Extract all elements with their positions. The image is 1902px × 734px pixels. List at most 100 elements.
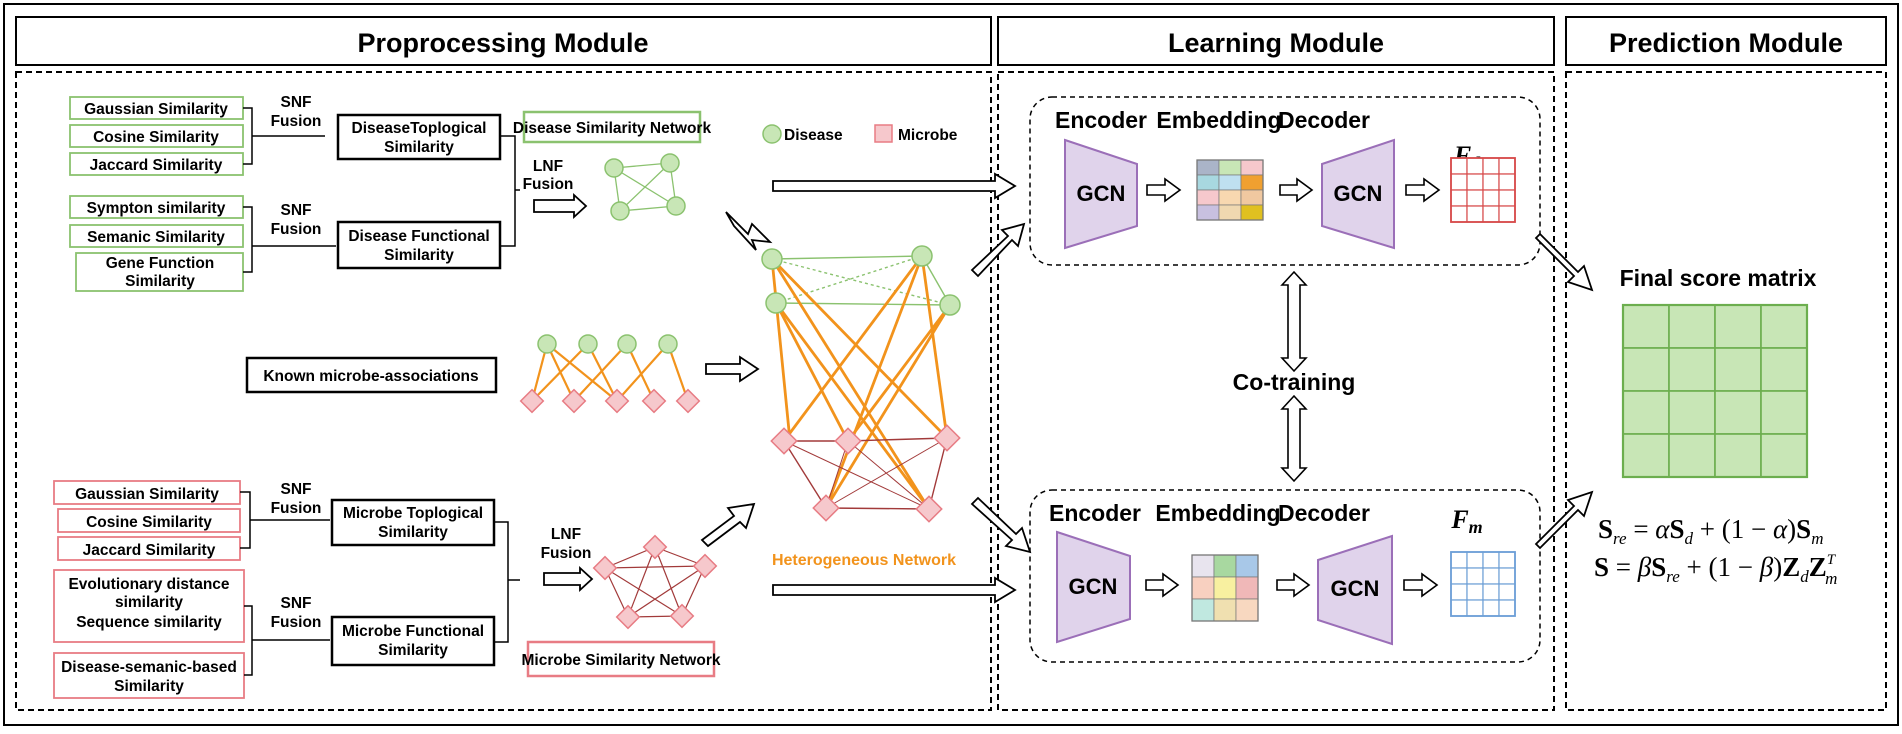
top-embedding-matrix bbox=[1196, 159, 1264, 221]
top-arrow-1 bbox=[1146, 177, 1182, 203]
disease-snf1-label-2: Fusion bbox=[271, 113, 322, 130]
score-cell bbox=[1622, 347, 1670, 392]
microbe-node bbox=[519, 388, 545, 414]
fm-label: Fm bbox=[1450, 505, 1482, 537]
fm-cell bbox=[1482, 567, 1500, 585]
prediction-panel bbox=[1565, 71, 1887, 711]
top-decoder-gcn-label: GCN bbox=[1334, 181, 1383, 206]
disease-node bbox=[658, 334, 678, 354]
known-to-hetero-arrow bbox=[705, 355, 760, 383]
bottom-encoder-gcn-label: GCN bbox=[1069, 574, 1118, 599]
disease-node bbox=[765, 292, 787, 314]
embedding-cell bbox=[1240, 204, 1264, 221]
disease-node bbox=[666, 196, 686, 216]
microbe-cosine-box bbox=[57, 508, 241, 533]
microbe-functional-label-2: Similarity bbox=[378, 642, 448, 659]
disease-functional-label-2: Similarity bbox=[384, 247, 454, 264]
microbe-topological-label-2: Similarity bbox=[378, 524, 448, 541]
disease-lnf-label-2: Fusion bbox=[523, 176, 574, 193]
disease-autoencoder-box bbox=[1029, 96, 1541, 266]
microbe-disease-semanic-box bbox=[53, 652, 245, 699]
legend-disease-icon bbox=[762, 124, 782, 144]
fm-cell bbox=[1482, 583, 1500, 601]
prediction-header: Prediction Module bbox=[1609, 28, 1843, 58]
microbe-topological-box bbox=[330, 498, 496, 547]
microbe-gaussian-label: Gaussian Similarity bbox=[75, 486, 219, 503]
fd-cell bbox=[1466, 205, 1484, 223]
fm-cell bbox=[1466, 583, 1484, 601]
disease-gaussian-label: Gaussian Similarity bbox=[84, 101, 228, 118]
microbe-disease-semanic-label-1: Disease-semanic-based bbox=[61, 659, 237, 676]
microbe-network-input-arrow bbox=[772, 576, 1017, 604]
disease-snf2-label-1: SNF bbox=[281, 202, 312, 219]
microbe-similarity-inputs: Gaussian Similarity Cosine Similarity Ja… bbox=[53, 480, 245, 699]
bottom-decoder-label: Decoder bbox=[1278, 500, 1370, 526]
embedding-cell bbox=[1213, 598, 1237, 622]
embedding-cell bbox=[1191, 576, 1215, 600]
embedding-cell-border bbox=[1191, 554, 1259, 622]
microbe-sequence-label: Sequence similarity bbox=[76, 614, 222, 631]
embedding-cell bbox=[1218, 174, 1242, 191]
final-score-matrix bbox=[1621, 303, 1809, 479]
fm-to-prediction-arrow bbox=[1534, 490, 1594, 550]
fm-cell bbox=[1482, 551, 1500, 569]
embedding-cell bbox=[1218, 189, 1242, 206]
microbe-snf1-label-1: SNF bbox=[281, 481, 312, 498]
fd-cell bbox=[1498, 157, 1516, 175]
disease-node bbox=[537, 334, 557, 354]
top-arrow-3 bbox=[1405, 177, 1441, 203]
embedding-cell bbox=[1240, 174, 1264, 191]
disease-jaccard-label: Jaccard Similarity bbox=[90, 157, 223, 174]
fd-cell bbox=[1450, 173, 1468, 191]
fm-cell bbox=[1450, 599, 1468, 617]
heterogeneous-network-label: Heterogeneous Network bbox=[772, 552, 956, 569]
disease-functional-label-1: Disease Functional bbox=[348, 228, 489, 245]
fd-cell bbox=[1482, 157, 1500, 175]
disease-topological-label-2: Similarity bbox=[384, 139, 454, 156]
disease-topological-box bbox=[336, 113, 502, 161]
score-cell bbox=[1668, 304, 1716, 349]
embedding-cell bbox=[1196, 159, 1220, 176]
embedding-cell bbox=[1191, 598, 1215, 622]
disease-semanic-label: Semanic Similarity bbox=[87, 229, 225, 246]
embedding-cell bbox=[1196, 189, 1220, 206]
cotraining-arrow-bottom bbox=[1280, 394, 1308, 483]
score-cell bbox=[1760, 390, 1808, 435]
bottom-decoder-gcn-label: GCN bbox=[1331, 576, 1380, 601]
embedding-cell bbox=[1235, 576, 1259, 600]
microbe-node bbox=[669, 603, 695, 629]
disease-node bbox=[939, 294, 961, 316]
microbe-node bbox=[561, 388, 587, 414]
legend-microbe-label: Microbe bbox=[898, 127, 958, 144]
microbe-node bbox=[915, 495, 943, 523]
microbe-node bbox=[933, 424, 961, 452]
disease-similarity-inputs: Gaussian Similarity Cosine Similarity Ja… bbox=[69, 96, 244, 292]
fd-matrix bbox=[1450, 157, 1516, 223]
preprocessing-header: Proprocessing Module bbox=[357, 28, 648, 58]
hetero-to-top-arrow bbox=[970, 222, 1026, 278]
microbe-network-label-box bbox=[526, 640, 716, 678]
fd-cell bbox=[1466, 157, 1484, 175]
microbe-jaccard-label: Jaccard Similarity bbox=[83, 542, 216, 559]
score-cell bbox=[1714, 347, 1762, 392]
disease-node bbox=[604, 158, 624, 178]
fd-cell bbox=[1498, 189, 1516, 207]
microbe-disease-semanic-label-2: Similarity bbox=[114, 678, 184, 695]
fd-cell bbox=[1482, 205, 1500, 223]
microbe-functional-box bbox=[330, 615, 496, 667]
preprocessing-arrows bbox=[700, 211, 773, 548]
disease-functional-box bbox=[336, 220, 502, 270]
top-encoder-label: Encoder bbox=[1055, 107, 1147, 133]
embedding-cell bbox=[1240, 189, 1264, 206]
disease-node bbox=[617, 334, 637, 354]
score-cell bbox=[1714, 390, 1762, 435]
microbe-node bbox=[592, 555, 618, 581]
score-cell bbox=[1668, 347, 1716, 392]
legend-microbe-icon bbox=[874, 124, 893, 143]
fm-cell-border bbox=[1450, 551, 1516, 617]
disease-gene-function-label-2: Similarity bbox=[125, 273, 195, 290]
microbe-lnf-label-1: LNF bbox=[551, 526, 581, 543]
score-cell bbox=[1622, 304, 1670, 349]
